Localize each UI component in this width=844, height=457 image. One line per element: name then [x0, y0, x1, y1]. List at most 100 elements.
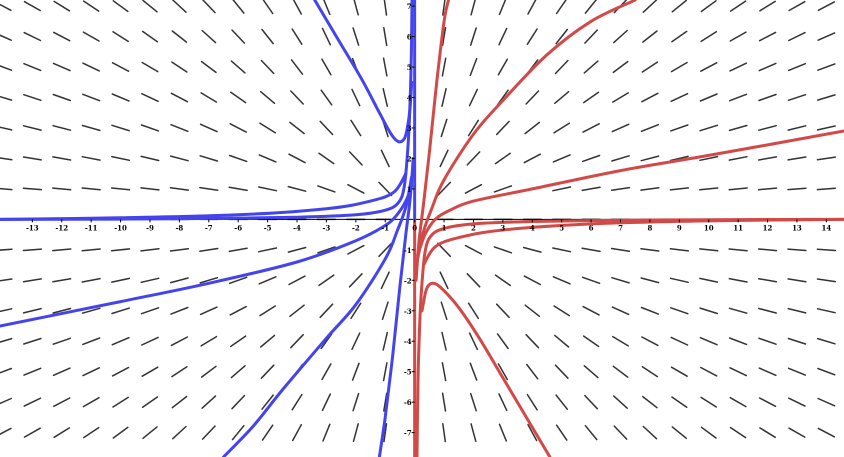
slope-segment	[581, 276, 601, 285]
slope-segment	[319, 120, 334, 136]
x-tick-label: -9	[146, 223, 154, 232]
slope-segment	[787, 156, 807, 161]
slope-segment	[440, 118, 448, 138]
slope-segment	[0, 157, 13, 161]
slope-segment	[199, 186, 219, 191]
slope-segment	[230, 335, 247, 348]
slope-segment	[787, 278, 807, 283]
solution-curve	[420, 281, 552, 457]
slope-segment	[437, 181, 452, 197]
slope-segment	[669, 155, 689, 162]
slope-segment	[0, 278, 13, 282]
slope-segment	[290, 90, 304, 105]
solution-curve	[377, 156, 415, 457]
slope-segment	[321, 363, 332, 381]
x-tick-label: 10	[704, 223, 714, 232]
slope-segment	[640, 155, 660, 162]
slope-segment	[199, 276, 219, 284]
slope-segment	[52, 156, 72, 161]
slope-segment	[287, 185, 307, 192]
slope-segment	[382, 57, 388, 77]
slope-segment	[53, 427, 71, 439]
slope-segment	[467, 119, 480, 137]
slope-segment	[729, 367, 748, 377]
slope-segment	[382, 87, 389, 107]
slope-segment	[582, 305, 600, 316]
slope-segment	[758, 31, 777, 42]
slope-segment	[259, 334, 276, 348]
slope-segment	[52, 124, 72, 131]
slope-segment	[671, 0, 688, 13]
slope-segment	[258, 276, 277, 285]
slope-segment	[582, 335, 600, 348]
slope-segment	[229, 123, 247, 133]
slope-segment	[142, 0, 158, 13]
solution-curve	[222, 175, 414, 457]
slope-segment	[82, 93, 101, 102]
slope-segment	[699, 93, 718, 102]
slope-segment	[259, 122, 276, 134]
slope-segment	[817, 367, 836, 376]
slope-segment	[552, 186, 572, 192]
slope-segment	[700, 0, 717, 13]
slope-segment	[140, 155, 160, 162]
slope-segment	[140, 124, 160, 132]
solution-curve	[313, 0, 414, 144]
x-tick-label: -3	[323, 223, 331, 232]
slope-segment	[171, 395, 188, 409]
slope-segment	[261, 28, 274, 45]
slope-segment	[699, 307, 719, 315]
slope-segment	[469, 392, 477, 412]
slope-segment	[613, 29, 628, 44]
slope-segment	[816, 187, 837, 191]
y-tick-label: 1	[407, 185, 412, 194]
slope-segment	[787, 187, 807, 191]
slope-segment	[554, 90, 570, 105]
slope-segment	[669, 248, 690, 252]
slope-segment	[288, 275, 306, 286]
x-tick-label: -7	[205, 223, 213, 232]
slope-segment	[228, 186, 248, 192]
slope-segment	[642, 0, 658, 13]
slope-segment	[53, 0, 71, 12]
slope-segment	[699, 336, 718, 346]
slope-segment	[469, 362, 478, 381]
slope-segment	[555, 424, 568, 441]
slope-segment	[111, 93, 130, 102]
slope-segment	[758, 93, 777, 102]
slope-segment	[291, 423, 303, 442]
x-tick-label: 8	[647, 223, 652, 232]
slope-segment	[352, 27, 360, 46]
slope-segment	[201, 29, 217, 44]
slope-segment	[729, 0, 747, 12]
slope-segment	[320, 89, 333, 106]
slope-segment	[321, 393, 332, 412]
slope-segment	[758, 337, 777, 345]
slope-segment	[23, 397, 42, 407]
slope-segment	[442, 422, 447, 443]
x-tick-label: 4	[530, 223, 535, 232]
slope-segment	[493, 246, 513, 254]
slope-segment	[493, 185, 513, 193]
x-tick-label: -11	[85, 223, 98, 232]
slope-segment	[758, 397, 777, 408]
slope-segment	[290, 333, 304, 349]
slope-segment	[318, 152, 335, 165]
slope-segment	[110, 248, 131, 252]
solution-curve	[0, 172, 408, 221]
slope-segment	[111, 366, 130, 377]
slope-segment	[200, 335, 218, 347]
slope-segment	[497, 58, 509, 76]
solution-curve	[416, 0, 637, 261]
slope-segment	[170, 92, 189, 103]
x-tick-label: 14	[821, 223, 831, 232]
slope-segment	[583, 365, 599, 379]
slope-segment	[0, 3, 12, 12]
slope-segment	[0, 187, 13, 191]
slope-segment	[525, 333, 540, 349]
x-tick-label: -10	[114, 223, 127, 232]
slope-segment	[111, 155, 131, 162]
slope-segment	[201, 395, 217, 409]
x-tick-label: 1	[442, 223, 447, 232]
